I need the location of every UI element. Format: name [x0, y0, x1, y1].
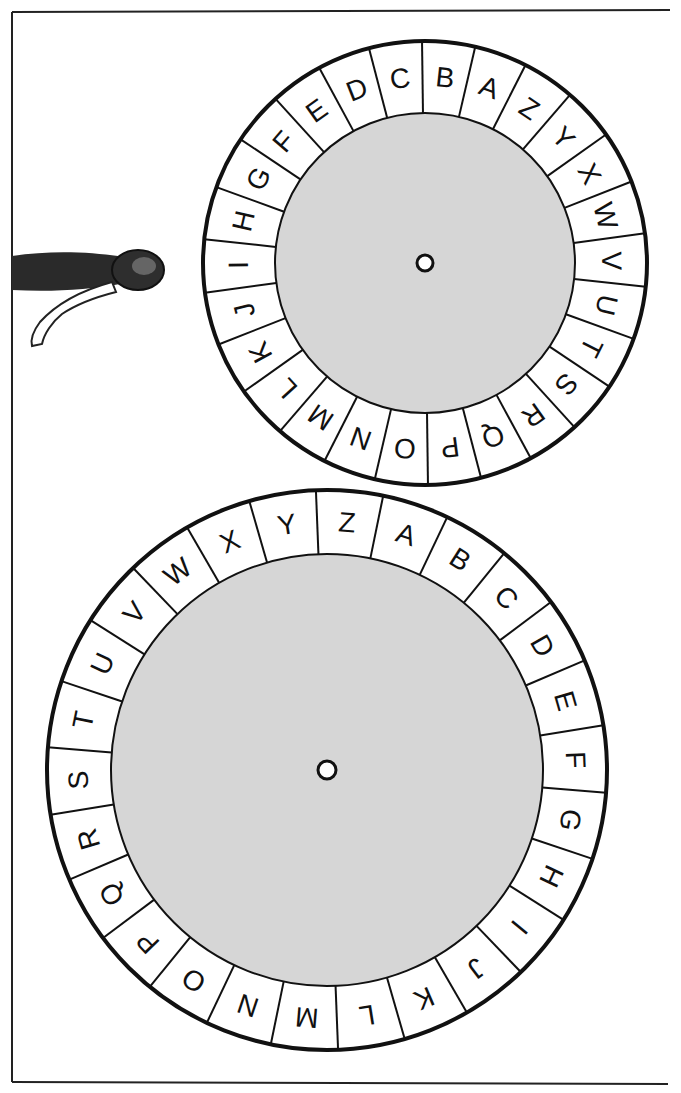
- cell-divider: [574, 279, 646, 287]
- cell-divider: [249, 501, 267, 562]
- cell-divider: [387, 978, 405, 1039]
- cell-divider: [369, 48, 387, 118]
- cipher-letter: G: [235, 153, 283, 204]
- fastener-highlight: [132, 257, 156, 275]
- cipher-letter: U: [585, 282, 627, 329]
- cipher-letter: T: [567, 322, 615, 373]
- cell-divider: [336, 986, 339, 1050]
- pivot-hole: [417, 255, 433, 271]
- cipher-letter: I: [222, 245, 257, 285]
- cipher-letter: E: [543, 677, 587, 725]
- cipher-letter: D: [517, 620, 566, 672]
- fastener-head: [112, 250, 164, 290]
- cipher-letter: W: [583, 192, 626, 239]
- pivot-hole: [318, 761, 336, 779]
- cipher-letter: G: [549, 797, 590, 843]
- cipher-letter: N: [224, 983, 273, 1028]
- cell-divider: [426, 413, 429, 485]
- cipher-letter: Q: [87, 868, 136, 920]
- frame-line: [11, 12, 13, 1082]
- cipher-letter: Z: [326, 504, 369, 541]
- cipher-letter: K: [237, 326, 286, 377]
- cipher-letter: H: [223, 198, 265, 245]
- cipher-letter: Y: [265, 505, 310, 545]
- cipher-letter: C: [480, 572, 532, 624]
- cipher-letter: A: [464, 65, 513, 111]
- cell-divider: [370, 496, 383, 559]
- lower-wheel: [47, 490, 607, 1050]
- cipher-letter: M: [286, 999, 329, 1036]
- cipher-letter: K: [399, 975, 449, 1022]
- cell-divider: [69, 855, 128, 880]
- cell-divider: [316, 490, 319, 554]
- cipher-letter: B: [434, 535, 486, 585]
- cipher-letter: O: [168, 954, 220, 1004]
- wheel-rim: [203, 41, 647, 485]
- cell-divider: [61, 681, 122, 701]
- cipher-letter: Q: [468, 413, 518, 459]
- cell-dividers: [48, 41, 646, 1050]
- cell-divider: [420, 517, 447, 575]
- cipher-letter: O: [383, 429, 426, 467]
- cipher-letter: J: [224, 286, 267, 333]
- cipher-letter: L: [344, 995, 389, 1035]
- cipher-letter: V: [109, 587, 161, 639]
- cell-divider: [542, 788, 606, 793]
- cipher-letter: P: [428, 428, 472, 467]
- cell-divider: [540, 725, 603, 735]
- wheel-center: [275, 113, 575, 413]
- cell-divider: [532, 839, 593, 859]
- cipher-letter: W: [152, 546, 204, 597]
- cipher-letter: X: [564, 149, 613, 200]
- wheel-rim: [47, 490, 607, 1050]
- cipher-letter: R: [67, 815, 111, 863]
- cipher-letter: T: [63, 697, 104, 743]
- cell-divider: [51, 805, 114, 815]
- cell-divider: [204, 239, 276, 247]
- frame-line: [12, 10, 670, 12]
- cipher-letter: X: [205, 518, 255, 565]
- cipher-letter: N: [337, 415, 386, 461]
- cell-divider: [526, 660, 585, 685]
- cell-divider: [459, 47, 475, 117]
- paper-fastener: [12, 250, 164, 346]
- cipher-letter: H: [527, 851, 575, 902]
- fastener-prong: [31, 282, 116, 346]
- cell-divider: [271, 982, 284, 1045]
- cell-divider: [574, 233, 645, 243]
- cell-divider: [421, 41, 424, 113]
- cipher-letter: P: [122, 915, 174, 967]
- cipher-letter: A: [381, 512, 430, 557]
- frame-line: [12, 1082, 668, 1084]
- cipher-letter: C: [378, 59, 422, 98]
- cipher-letter: S: [61, 759, 97, 800]
- cipher-letter: V: [594, 240, 629, 280]
- upper-wheel: [203, 41, 647, 485]
- cipher-letter: I: [493, 901, 545, 953]
- cipher-letter: F: [557, 740, 593, 781]
- cipher-letter: J: [450, 943, 502, 994]
- cipher-letter: U: [79, 638, 127, 689]
- cipher-letter: B: [423, 59, 466, 97]
- cipher-letter: D: [332, 67, 382, 113]
- cell-divider: [48, 747, 112, 752]
- wheel-center: [111, 554, 543, 986]
- cell-divider: [205, 283, 276, 293]
- cell-divider: [375, 409, 391, 479]
